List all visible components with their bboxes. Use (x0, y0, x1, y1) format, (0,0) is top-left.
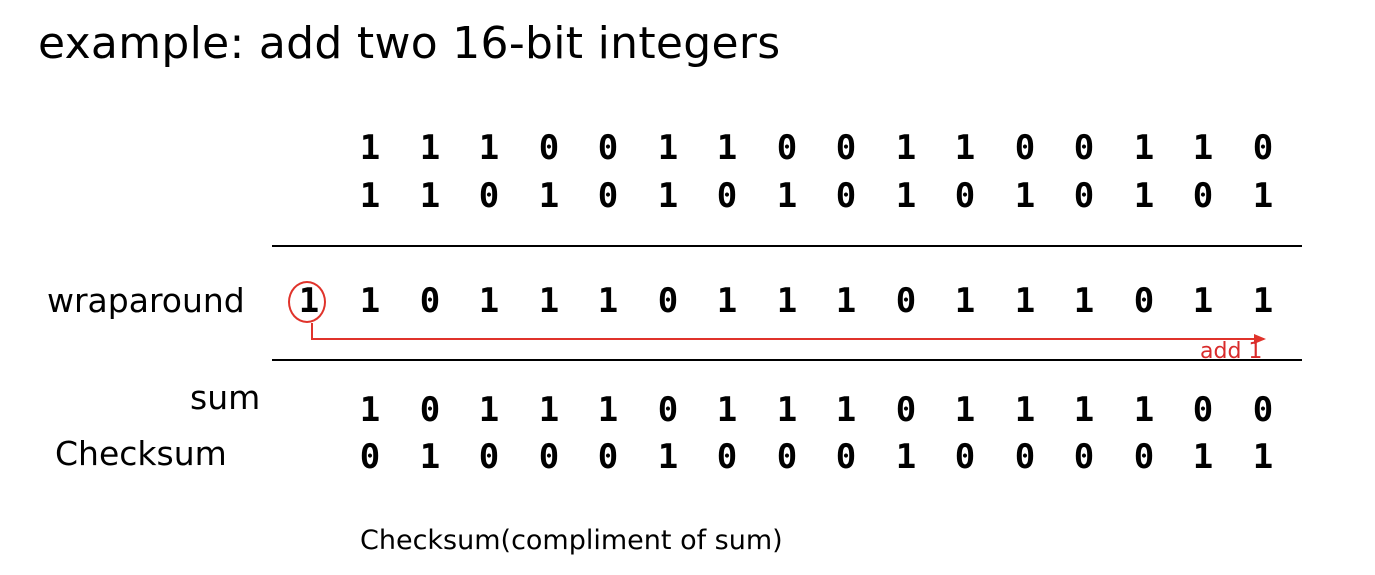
bit-cell: 1 (1133, 390, 1155, 430)
bit-cell: 1 (1014, 281, 1036, 321)
bit-cell: 1 (597, 390, 619, 430)
bit-cell: 1 (657, 437, 679, 477)
bit-cell: 1 (716, 390, 738, 430)
bit-cell: 0 (419, 281, 441, 321)
bit-cell: 1 (419, 128, 441, 168)
bit-cell: 1 (716, 128, 738, 168)
bit-cell: 0 (478, 437, 500, 477)
bit-cell: 0 (1133, 281, 1155, 321)
bit-cell: 1 (895, 128, 917, 168)
bit-cell: 1 (478, 390, 500, 430)
wraparound-label: wraparound (47, 281, 245, 320)
bit-cell: 0 (776, 437, 798, 477)
checksum-caption: Checksum(compliment of sum) (360, 525, 783, 556)
bit-cell: 0 (1252, 390, 1274, 430)
bit-cell: 1 (478, 128, 500, 168)
bit-cell: 1 (954, 128, 976, 168)
bit-cell: 1 (1073, 390, 1095, 430)
checksum-label: Checksum (55, 434, 227, 473)
bit-cell: 1 (1073, 281, 1095, 321)
bit-cell: 0 (1073, 128, 1095, 168)
bit-cell: 1 (359, 390, 381, 430)
bit-cell: 1 (776, 390, 798, 430)
bit-cell: 1 (1252, 176, 1274, 216)
bit-cell: 0 (1133, 437, 1155, 477)
bit-cell: 1 (1252, 281, 1274, 321)
sum-divider-bottom (272, 359, 1302, 361)
bit-cell: 1 (359, 128, 381, 168)
bit-cell: 0 (1192, 176, 1214, 216)
bit-cell: 1 (359, 281, 381, 321)
bit-cell: 0 (776, 128, 798, 168)
bit-cell: 1 (419, 437, 441, 477)
bit-cell: 1 (1014, 176, 1036, 216)
bit-cell: 1 (895, 176, 917, 216)
bit-cell: 1 (716, 281, 738, 321)
bit-cell: 0 (954, 437, 976, 477)
bit-cell: 0 (835, 176, 857, 216)
bit-cell: 1 (1014, 390, 1036, 430)
slide-title: example: add two 16-bit integers (38, 18, 781, 69)
sum-label: sum (190, 378, 261, 417)
bit-cell: 0 (478, 176, 500, 216)
bit-cell: 1 (538, 281, 560, 321)
bit-cell: 0 (1014, 128, 1036, 168)
carry-circle (288, 281, 326, 323)
bit-cell: 1 (776, 176, 798, 216)
bit-cell: 0 (657, 281, 679, 321)
bit-cell: 1 (954, 281, 976, 321)
bit-cell: 0 (1014, 437, 1036, 477)
bit-cell: 0 (538, 437, 560, 477)
bit-cell: 0 (657, 390, 679, 430)
bit-cell: 0 (419, 390, 441, 430)
bit-cell: 1 (597, 281, 619, 321)
bit-cell: 0 (359, 437, 381, 477)
bit-cell: 1 (538, 176, 560, 216)
bit-cell: 0 (1073, 176, 1095, 216)
bit-cell: 1 (1252, 437, 1274, 477)
bit-cell: 1 (538, 390, 560, 430)
bit-cell: 1 (835, 390, 857, 430)
bit-cell: 0 (835, 128, 857, 168)
bit-cell: 0 (597, 128, 619, 168)
bit-cell: 0 (954, 176, 976, 216)
bit-cell: 1 (776, 281, 798, 321)
bit-cell: 1 (1192, 128, 1214, 168)
bit-cell: 1 (419, 176, 441, 216)
bit-cell: 1 (478, 281, 500, 321)
bit-cell: 0 (716, 176, 738, 216)
bit-cell: 1 (1133, 128, 1155, 168)
bit-cell: 1 (359, 176, 381, 216)
bit-cell: 0 (895, 390, 917, 430)
bit-cell: 1 (1192, 281, 1214, 321)
bit-cell: 1 (1133, 176, 1155, 216)
bit-cell: 1 (835, 281, 857, 321)
bit-cell: 0 (538, 128, 560, 168)
bit-cell: 0 (895, 281, 917, 321)
bit-cell: 0 (1073, 437, 1095, 477)
bit-cell: 0 (597, 176, 619, 216)
bit-cell: 1 (1192, 437, 1214, 477)
bit-cell: 0 (1192, 390, 1214, 430)
bit-cell: 0 (597, 437, 619, 477)
bit-cell: 0 (716, 437, 738, 477)
bit-cell: 1 (657, 176, 679, 216)
bit-cell: 0 (1252, 128, 1274, 168)
bit-cell: 1 (657, 128, 679, 168)
bit-cell: 0 (835, 437, 857, 477)
carry-bit: 1 (298, 281, 320, 321)
bit-cell: 1 (954, 390, 976, 430)
bit-cell: 1 (895, 437, 917, 477)
sum-divider-top (272, 245, 1302, 247)
